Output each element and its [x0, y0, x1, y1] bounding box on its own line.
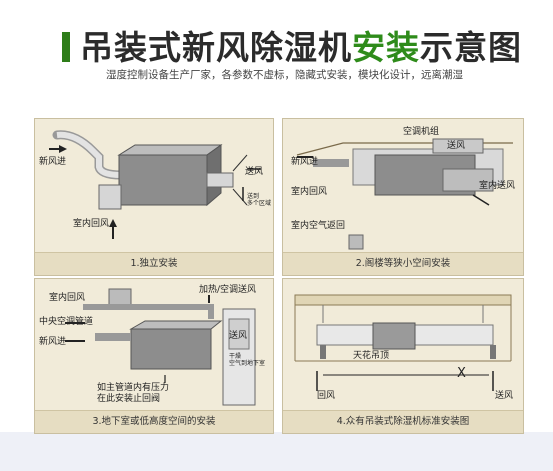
panel-attic: 空调机组 送风 新风进 室内回风 室内送风 室内空气返回 2.阁楼等狭小空间安装: [282, 118, 524, 276]
caption-panel-1: 1.独立安装: [35, 252, 273, 275]
header: 吊装式新风除湿机安装示意图: [0, 18, 553, 70]
standalone-diagram: [49, 130, 261, 239]
label-ahu: 空调机组: [403, 127, 440, 137]
label-indoor-return: 室内回风: [73, 219, 110, 229]
label-supply: 送风: [229, 331, 248, 341]
caption-panel-4: 4.众有吊装式除湿机标准安装图: [283, 410, 523, 433]
label-to-multi-b: 多个区域: [247, 200, 272, 207]
label-indoor-return: 室内回风: [291, 187, 328, 197]
label-supply: 送风: [447, 141, 466, 151]
label-central-duct: 中央空调管道: [39, 317, 94, 327]
label-distance: X: [457, 366, 466, 381]
title-part-1: 吊装式新风除湿机: [80, 28, 352, 67]
panel-standalone: 新风进 室内回风 送风 送到 多个区域 1.独立安装: [34, 118, 274, 276]
page-subtitle: 湿度控制设备生产厂家，各参数不虚标，隐藏式安装，模块化设计，远离潮湿: [106, 69, 463, 81]
label-heating-ac-supply: 加热/空调送风: [199, 285, 257, 295]
label-fresh-air-in: 新风进: [39, 337, 67, 347]
basement-diagram: [65, 288, 256, 406]
label-to-multi-a: 送到: [247, 193, 260, 200]
title-part-3: 示意图: [420, 28, 522, 67]
title-accent-bar: [62, 32, 70, 62]
label-note-a: 如主管道内有压力: [97, 383, 170, 393]
panel-standard: 天花吊顶 回风 送风 X 4.众有吊装式除湿机标准安装图: [282, 278, 524, 434]
label-fresh-air-in: 新风进: [291, 157, 319, 167]
label-dry-air-a: 干燥: [229, 353, 242, 360]
caption-panel-3: 3.地下室或低高度空间的安装: [35, 410, 273, 433]
panel-basement: 室内回风 中央空调管道 新风进 加热/空调送风 送风 干燥 空气到地下室 如主管…: [34, 278, 274, 434]
standard-diagram: [294, 294, 512, 391]
label-note-b: 在此安装止回阀: [97, 394, 161, 404]
footer-band: [0, 432, 553, 471]
label-dry-air-b: 空气到地下室: [229, 360, 266, 367]
page-title: 吊装式新风除湿机安装示意图: [80, 24, 522, 72]
label-fresh-air-in: 新风进: [39, 157, 67, 167]
label-indoor-air-return: 室内空气返回: [291, 221, 346, 231]
label-indoor-return: 室内回风: [49, 293, 86, 303]
label-ceiling-hanger: 天花吊顶: [353, 351, 390, 361]
label-indoor-supply: 室内送风: [479, 181, 516, 191]
attic-diagram: [296, 138, 513, 250]
label-supply: 送风: [495, 391, 514, 401]
label-return: 回风: [317, 391, 336, 401]
caption-panel-2: 2.阁楼等狭小空间安装: [283, 252, 523, 275]
title-part-2: 安装: [352, 28, 420, 67]
label-supply: 送风: [245, 167, 264, 177]
